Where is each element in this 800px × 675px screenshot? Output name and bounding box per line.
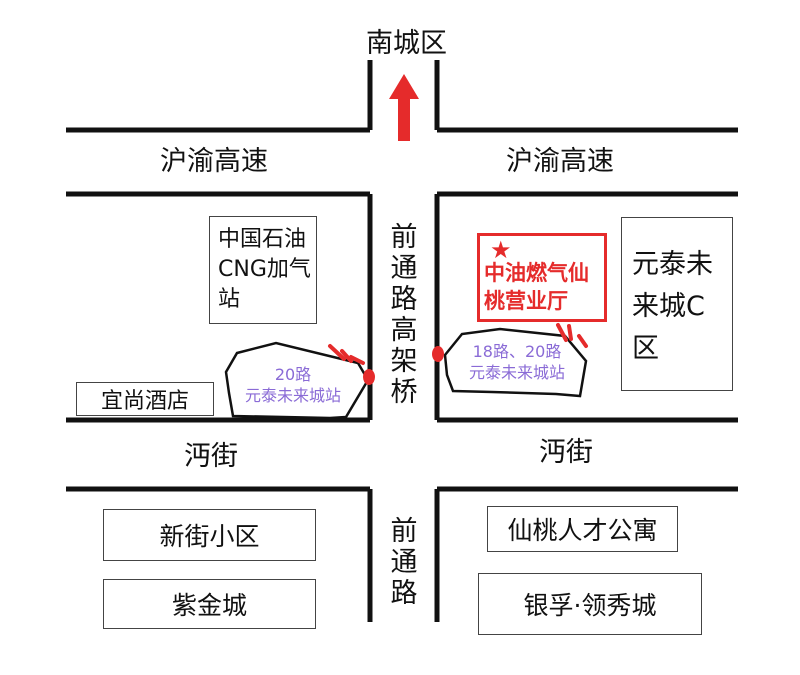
bus-stop-ticks-left bbox=[328, 344, 365, 365]
road-label-huyu-right: 沪渝高速 bbox=[506, 146, 614, 177]
bus-stop-right-routes: 18路、20路 bbox=[472, 342, 562, 361]
place-xinjie-community: 新街小区 bbox=[103, 509, 316, 561]
bus-stop-area-right bbox=[443, 327, 588, 398]
place-yishang-hotel: 宜尚酒店 bbox=[76, 382, 214, 416]
bus-stop-left-routes: 20路 bbox=[274, 365, 312, 384]
gas-office-name: 中油燃气仙桃营业厅 bbox=[484, 261, 589, 313]
bus-stop-area-left bbox=[224, 341, 370, 420]
place-yuantai-future-city-c-label: 元泰未来城C区 bbox=[632, 249, 713, 364]
north-arrow-icon bbox=[389, 74, 419, 141]
place-yuantai-future-city-c: 元泰未来城C区 bbox=[621, 217, 733, 391]
road-label-wu-left: 沔街 bbox=[184, 441, 238, 472]
place-cnpc-cng-station-label: 中国石油CNG加气站 bbox=[218, 227, 311, 312]
bus-stop-left-name: 元泰未来城站 bbox=[244, 386, 341, 405]
road-label-qiantong-overpass: 前通路高架桥 bbox=[390, 222, 418, 408]
bus-stop-right-name: 元泰未来城站 bbox=[468, 363, 565, 382]
place-zijin-city: 紫金城 bbox=[103, 579, 316, 629]
star-icon: ★ bbox=[490, 236, 512, 264]
place-yinfu-lingxiu-city: 银孚·领秀城 bbox=[478, 573, 702, 635]
place-cnpc-cng-station: 中国石油CNG加气站 bbox=[209, 216, 317, 324]
road-label-wu-right: 沔街 bbox=[539, 437, 593, 468]
road-label-qiantong-road: 前通路 bbox=[390, 516, 418, 609]
bus-stop-icon bbox=[363, 346, 444, 385]
place-xiantao-talent-apartment: 仙桃人才公寓 bbox=[487, 506, 678, 552]
road-label-huyu-left: 沪渝高速 bbox=[160, 146, 268, 177]
north-district-label: 南城区 bbox=[366, 28, 447, 59]
gas-office-box bbox=[477, 233, 607, 322]
bus-stop-ticks-right bbox=[556, 323, 588, 348]
